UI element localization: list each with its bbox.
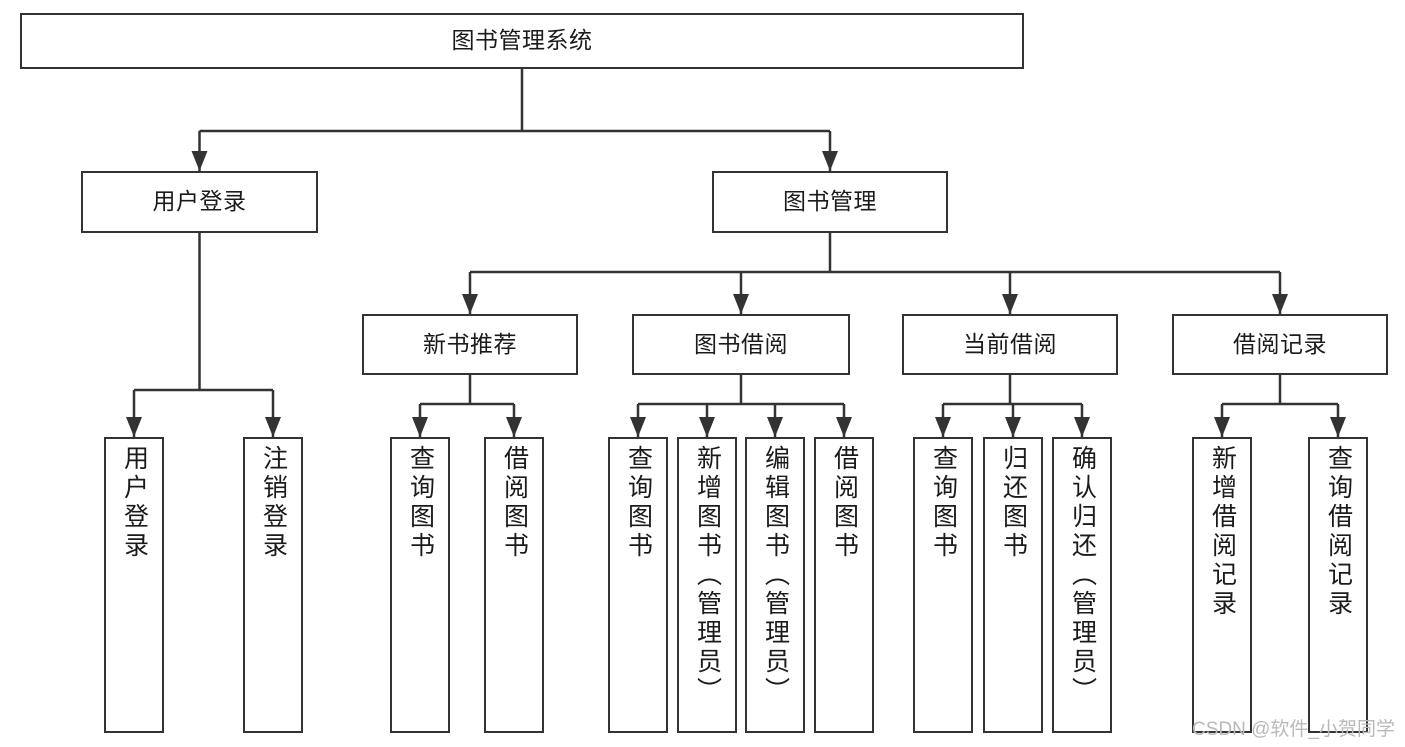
node-label: 新书推荐	[423, 330, 517, 357]
edge-arrowhead	[836, 417, 852, 437]
node-label: 当前借阅	[963, 330, 1057, 357]
node-records[interactable]: 借阅记录	[1172, 314, 1388, 375]
node-label: 注销登录	[259, 445, 288, 561]
node-borrow[interactable]: 图书借阅	[632, 314, 850, 375]
node-label: 查询图书	[406, 445, 435, 561]
edge-arrowhead	[1214, 417, 1230, 437]
node-label: 图书借阅	[694, 330, 788, 357]
edge-arrowhead	[506, 417, 522, 437]
node-leaf-rec-1[interactable]: 新增借阅记录	[1192, 437, 1252, 733]
node-label: 借阅记录	[1233, 330, 1327, 357]
node-leaf-rec-2[interactable]: 查询借阅记录	[1308, 437, 1368, 733]
edge-arrowhead	[1002, 294, 1018, 314]
edge-arrowhead	[767, 417, 783, 437]
node-leaf-new-2[interactable]: 借阅图书	[484, 437, 544, 733]
edge-arrowhead	[1074, 417, 1090, 437]
edge-arrowhead	[1330, 417, 1346, 437]
edge-arrowhead	[733, 294, 749, 314]
node-leaf-borrow-2[interactable]: 新增图书（管理员）	[677, 437, 737, 733]
edge-arrowhead	[630, 417, 646, 437]
node-newbooks[interactable]: 新书推荐	[362, 314, 578, 375]
node-root[interactable]: 图书管理系统	[20, 13, 1024, 69]
edge-arrowhead	[265, 417, 281, 437]
edge-arrowhead	[822, 151, 838, 171]
edge-arrowhead	[1005, 417, 1021, 437]
node-leaf-cur-1[interactable]: 查询图书	[913, 437, 973, 733]
node-bookmgmt[interactable]: 图书管理	[712, 171, 948, 233]
node-label: 编辑图书（管理员）	[761, 445, 790, 706]
edge-arrowhead	[191, 151, 208, 171]
node-label: 归还图书	[999, 445, 1028, 561]
node-label: 新增借阅记录	[1208, 445, 1237, 619]
node-leaf-new-1[interactable]: 查询图书	[390, 437, 450, 733]
edge-arrowhead	[412, 417, 428, 437]
node-label: 用户登录	[120, 445, 149, 561]
node-current[interactable]: 当前借阅	[902, 314, 1118, 375]
node-leaf-borrow-1[interactable]: 查询图书	[608, 437, 668, 733]
node-leaf-login-1[interactable]: 用户登录	[104, 437, 164, 733]
node-label: 查询借阅记录	[1324, 445, 1353, 619]
edge-arrowhead	[1272, 294, 1288, 314]
node-login[interactable]: 用户登录	[81, 171, 318, 233]
node-label: 图书管理	[783, 188, 877, 215]
node-leaf-cur-2[interactable]: 归还图书	[983, 437, 1043, 733]
node-label: 借阅图书	[830, 445, 859, 561]
node-label: 查询图书	[929, 445, 958, 561]
node-label: 新增图书（管理员）	[693, 445, 722, 706]
node-leaf-borrow-4[interactable]: 借阅图书	[814, 437, 874, 733]
edge-arrowhead	[699, 417, 715, 437]
node-label: 借阅图书	[500, 445, 529, 561]
node-label: 确认归还（管理员）	[1068, 445, 1097, 706]
node-label: 图书管理系统	[451, 27, 593, 54]
node-label: 查询图书	[624, 445, 653, 561]
edge-arrowhead	[462, 294, 478, 314]
node-leaf-cur-3[interactable]: 确认归还（管理员）	[1052, 437, 1112, 733]
edge-arrowhead	[126, 417, 142, 437]
node-label: 用户登录	[152, 188, 247, 215]
edge-arrowhead	[935, 417, 951, 437]
node-leaf-borrow-3[interactable]: 编辑图书（管理员）	[745, 437, 805, 733]
node-leaf-login-2[interactable]: 注销登录	[243, 437, 303, 733]
